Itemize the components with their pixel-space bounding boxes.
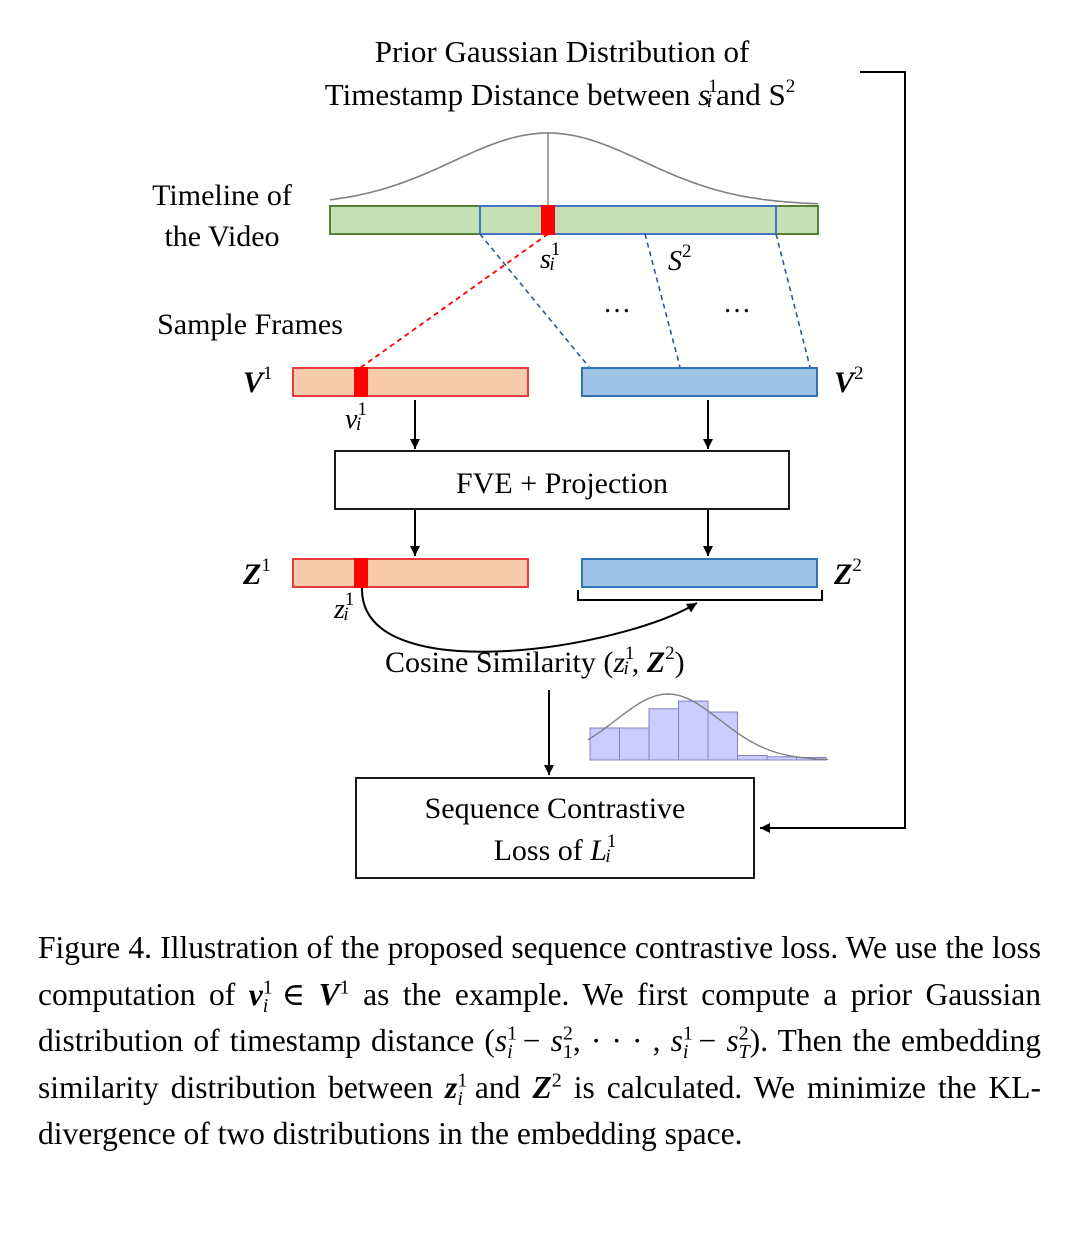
caption-math-s3: s [670,1023,683,1058]
loss-line1: Sequence Contrastive [425,792,686,825]
caption-math-s4-sup: 2 [738,1022,749,1045]
similarity-histogram [589,700,827,761]
z-i-marker [354,558,368,588]
timeline-label-line1: Timeline of [152,179,292,212]
Z2-bracket [577,590,823,601]
caption-math-minus1: − [512,1023,551,1058]
caption-text-5: is calculated. We minimize the KL-diverg… [38,1069,1041,1152]
caption-math-s1: s [494,1023,508,1058]
gaussian-title-line1: Prior Gaussian Distribution of [375,34,750,69]
caption-math-s3-sub: i [682,1041,689,1064]
histogram-bar [678,700,709,761]
caption-math-z: z [445,1069,458,1105]
timeline-label-line2: the Video [164,220,279,253]
dashed-line-window-left [479,233,590,368]
caption-math-s1-sub: i [507,1041,513,1064]
v-i-marker [354,367,368,397]
caption-text-2: as the example. We first compute a prior… [38,976,1041,1059]
gaussian-curve [329,132,819,205]
caption-math-v: v [248,976,263,1012]
V2-label: V2 [834,363,864,399]
caption-math-v-sup: 1 [262,976,273,998]
caption-text-3: ). Then the embedding similarity distrib… [38,1023,1042,1105]
sample-frames-label: Sample Frames [157,308,343,341]
histogram-bar [707,711,738,761]
dashed-line-window-right [775,233,811,368]
caption-math-z-sub: i [457,1087,463,1110]
fve-projection-label: FVE + Projection [456,467,668,500]
sequence-contrastive-loss-diagram: Prior Gaussian Distribution of Timestamp… [152,34,906,879]
V1-bar [292,367,529,397]
timestamp-marker [541,205,555,235]
caption-math-s4-sub: T [738,1041,750,1064]
histogram-bar [648,708,679,761]
Z2-label: Z2 [833,555,862,591]
fve-projection-box [334,450,790,510]
V2-bar [581,367,818,397]
caption-math-s4: s [726,1023,739,1058]
Z1-label: Z1 [242,555,271,591]
Z1-bar [292,558,529,588]
histogram-bar [737,755,768,761]
caption-math-Z: Z [532,1069,552,1105]
caption-math-z-sup: 1 [457,1069,468,1091]
caption-math-v-sub: i [262,994,269,1017]
caption-text-1: Illustration of the proposed sequence co… [38,930,1041,1012]
caption-math-s2-sup: 2 [562,1022,573,1045]
ellipsis-right: … [723,288,751,319]
similarity-curve-arrow [360,587,698,653]
timeline-window [479,205,777,235]
caption-figure-label: Figure 4. [38,930,153,965]
dashed-line-window-mid [644,233,681,368]
caption-math-dots: , · · · , [572,1023,671,1058]
caption-math-s1-sup: 1 [507,1022,518,1045]
dashed-line-red [359,233,549,369]
ellipsis-left: … [603,288,631,319]
caption-math-s2: s [550,1023,563,1058]
caption-text-4: and [462,1069,533,1105]
caption-math-s3-sup: 1 [682,1022,693,1045]
caption-math-V-sup: 1 [339,976,350,998]
loss-box [355,777,755,879]
feedback-arrow [760,71,906,833]
video-timeline-bar [329,205,819,235]
caption-math-in: ∈ [268,976,319,1012]
caption-math-s2-sub: 1 [562,1041,573,1064]
V1-label: V1 [243,363,273,399]
histogram-fit-curve [587,693,829,761]
figure-caption: Figure 4. Illustration of the proposed s… [38,925,1041,1158]
histogram-bar [619,727,650,761]
histogram-bar [766,756,797,761]
s2-label: S2 [668,241,692,277]
caption-math-minus2: − [688,1023,727,1058]
caption-math-V: V [318,976,340,1012]
histogram-bar [589,727,620,761]
caption-math-Z-sup: 2 [551,1069,562,1091]
Z2-bar [581,558,818,588]
